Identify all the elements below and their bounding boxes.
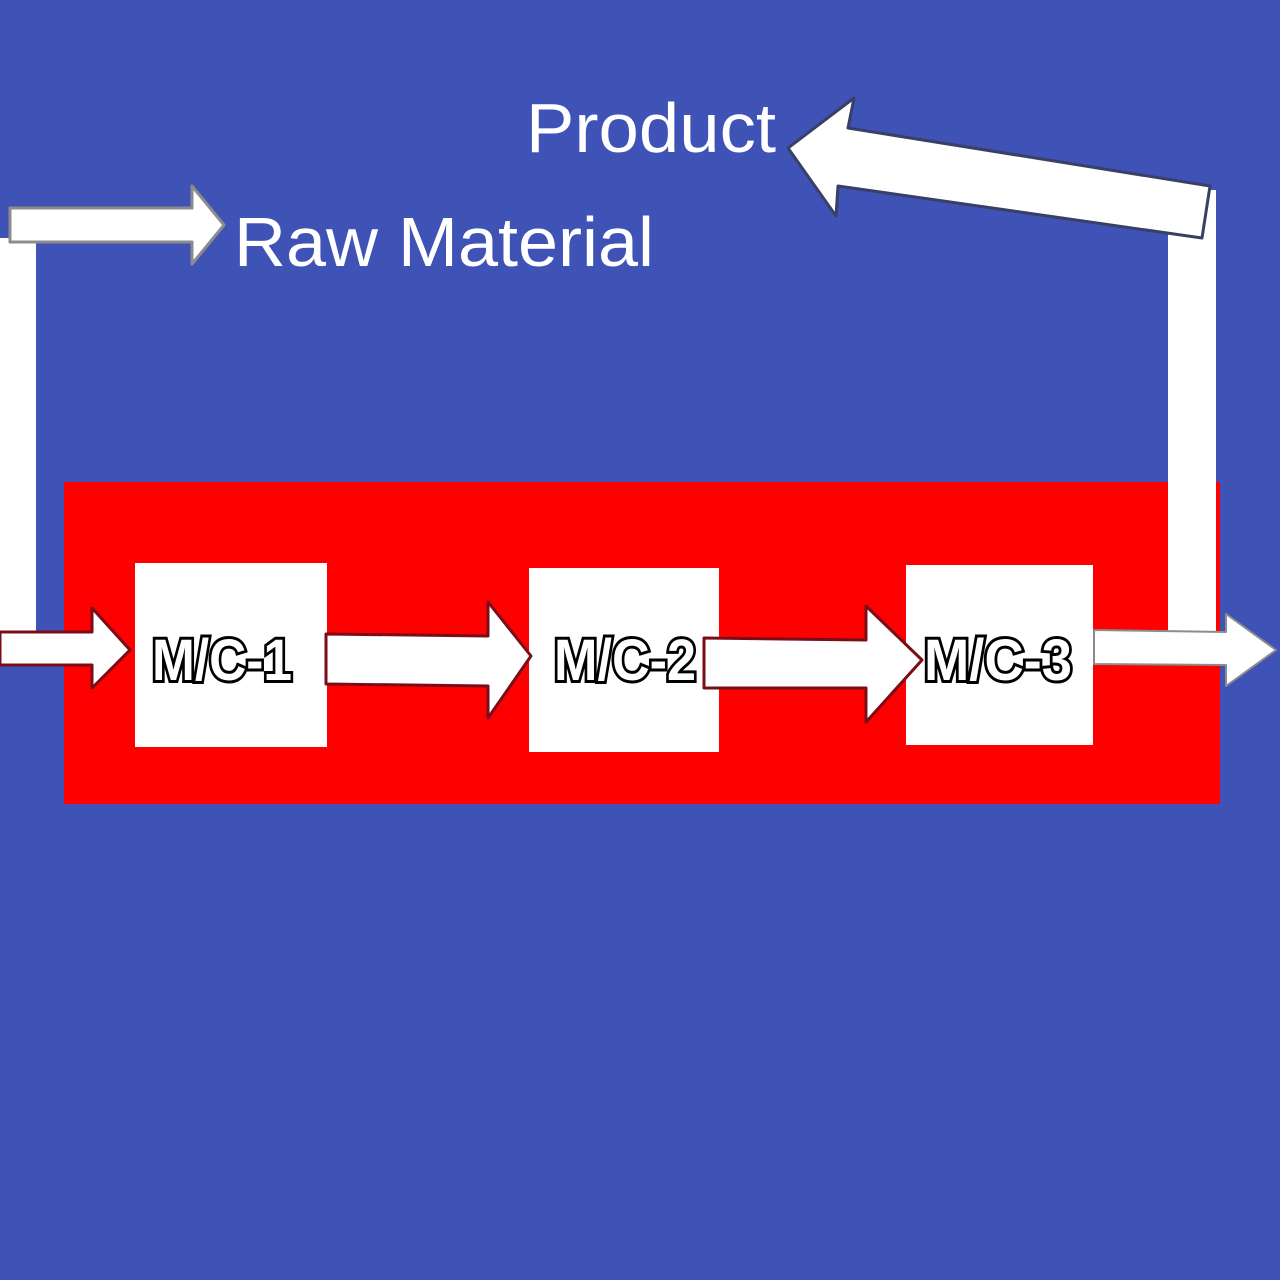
raw-material-label: Raw Material — [234, 203, 654, 281]
machine-label-mc2: M/C-2 — [554, 628, 696, 693]
raw-material-arrow — [8, 184, 226, 266]
machine-label-mc1: M/C-1 — [152, 628, 292, 693]
output-vertical-bar — [1168, 190, 1216, 660]
arrow-mc2-to-mc3 — [702, 604, 924, 724]
exit-arrow — [1093, 613, 1277, 687]
arrow-mc1-to-mc2 — [324, 600, 533, 720]
arrow-into-mc1 — [0, 606, 132, 690]
product-label: Product — [526, 89, 776, 167]
machine-box-mc2 — [529, 568, 719, 752]
feed-vertical-bar — [0, 238, 36, 666]
product-arrow — [786, 96, 1212, 240]
machine-box-mc1 — [135, 563, 327, 747]
machine-box-mc3 — [906, 565, 1093, 745]
machine-label-mc3: M/C-3 — [924, 628, 1072, 693]
